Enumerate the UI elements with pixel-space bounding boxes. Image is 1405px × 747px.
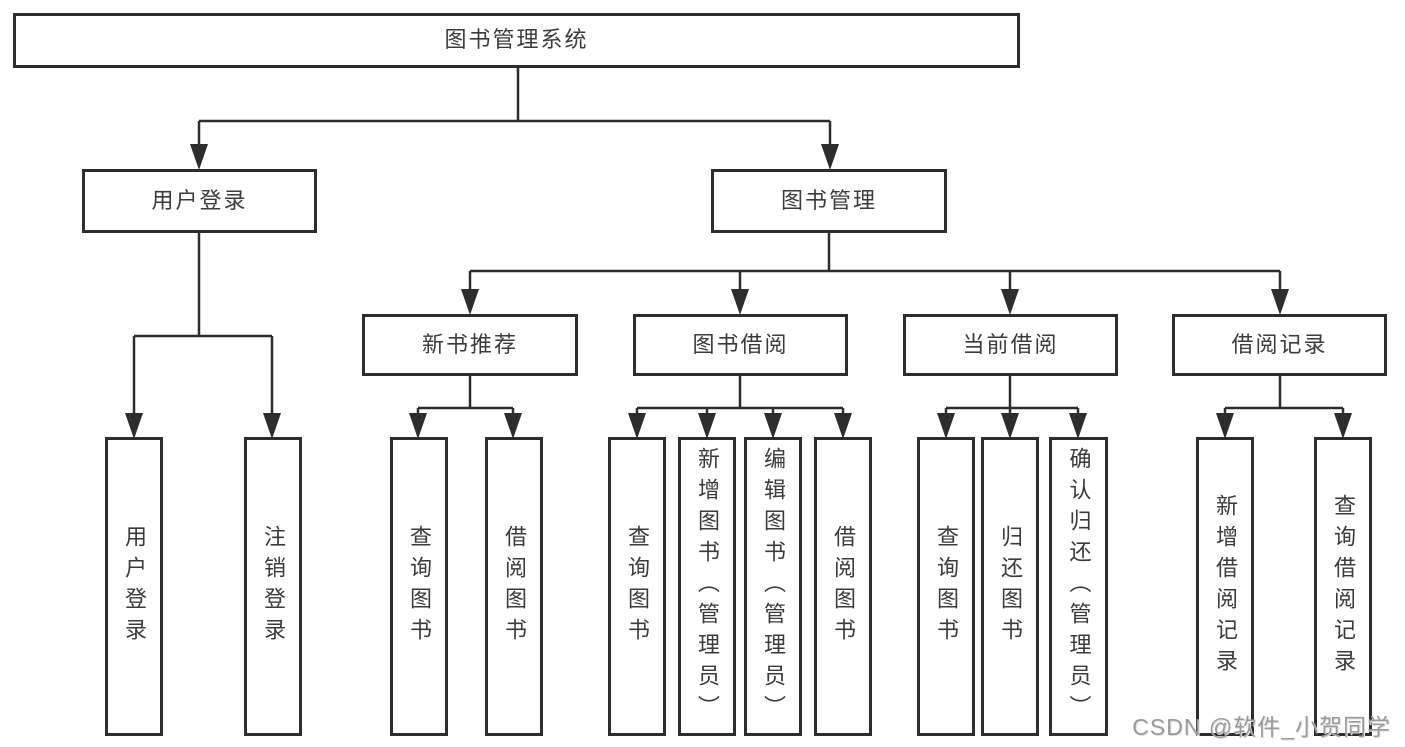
node-query-books-recommend: 查询图书: [390, 437, 448, 736]
connector-root: [197, 66, 832, 146]
node-return-book: 归还图书: [981, 437, 1039, 736]
node-edit-book-admin: 编辑图书（管理员）: [744, 437, 802, 736]
node-borrow-records: 借阅记录: [1172, 314, 1387, 376]
connector-user-login: [132, 231, 274, 414]
node-book-management: 图书管理: [711, 169, 947, 233]
node-current-borrow: 当前借阅: [903, 314, 1118, 376]
watermark-text: CSDN @软件_小贺同学: [1132, 714, 1391, 740]
node-query-books-current: 查询图书: [917, 437, 975, 736]
node-query-borrow-record: 查询借阅记录: [1314, 437, 1372, 736]
node-borrow-books-recommend: 借阅图书: [485, 437, 543, 736]
node-user-login: 用户登录: [82, 169, 317, 233]
connector-new-book-recommend: [416, 375, 515, 414]
node-borrow-books-leaf: 借阅图书: [814, 437, 872, 736]
node-confirm-return-admin: 确认归还（管理员）: [1049, 437, 1108, 736]
connector-borrow-records: [1223, 375, 1345, 414]
connector-current-borrow: [944, 375, 1080, 414]
node-query-books-borrow: 查询图书: [608, 437, 666, 736]
node-add-borrow-record: 新增借阅记录: [1196, 437, 1254, 736]
node-book-borrow: 图书借阅: [633, 314, 848, 376]
connector-book-management: [468, 231, 1282, 290]
node-new-book-recommend: 新书推荐: [362, 314, 578, 376]
node-add-book-admin: 新增图书（管理员）: [678, 437, 736, 736]
connector-book-borrow: [635, 375, 845, 414]
node-logout: 注销登录: [244, 437, 302, 736]
node-user-login-leaf: 用户登录: [105, 437, 163, 736]
node-root: 图书管理系统: [13, 13, 1020, 68]
